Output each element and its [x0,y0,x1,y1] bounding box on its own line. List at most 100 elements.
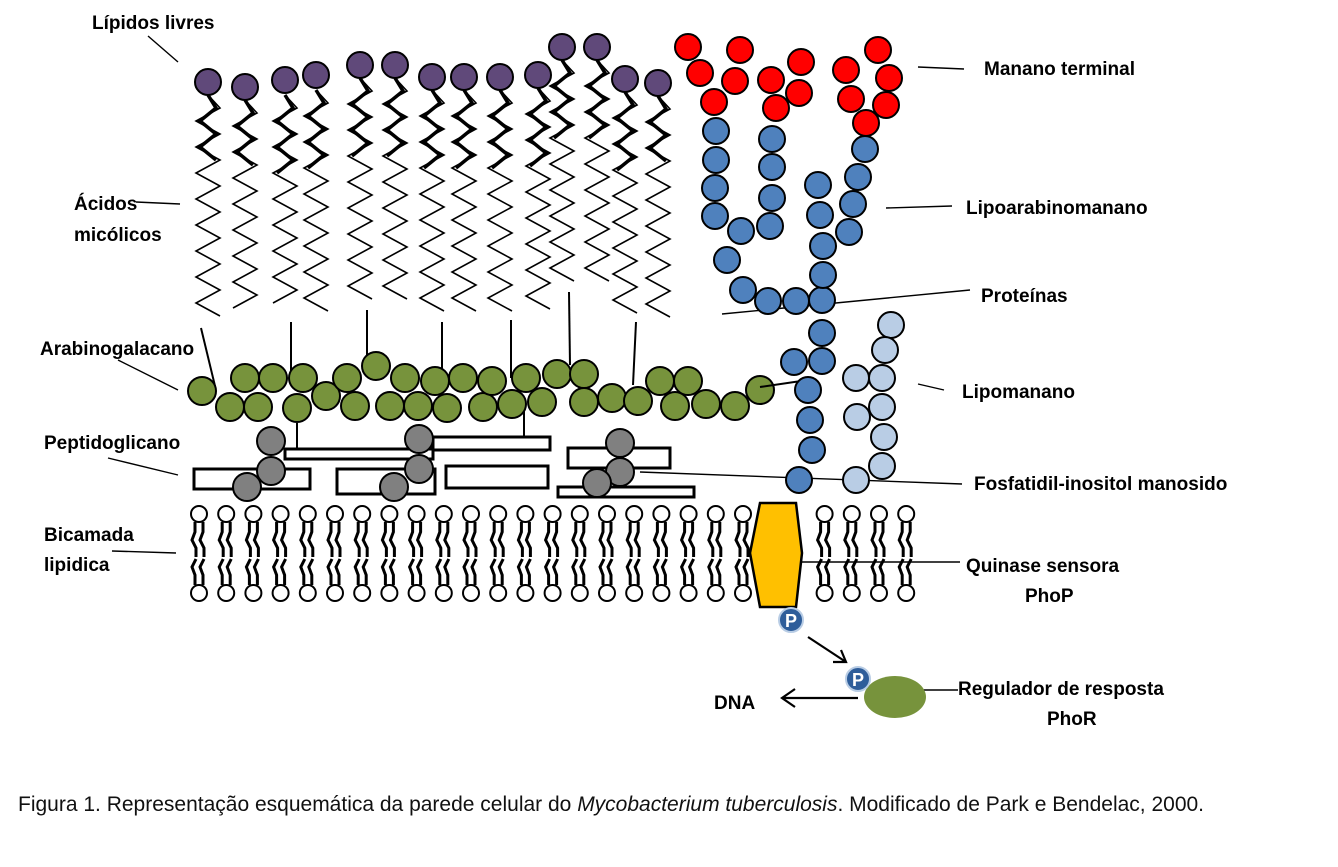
terminal-mannan-bead [700,88,728,116]
arabinogalactan-chain [187,351,809,423]
terminal-mannan-bead [864,36,892,64]
free-lipid-head [548,33,576,61]
label-micolicos: micólicos [74,225,162,246]
lipid-tail [244,522,260,557]
arabinogalactan-bead [390,363,420,393]
lipid-tail [299,522,315,557]
lipid-tail [244,558,260,585]
arabinomannan-bead [782,287,810,315]
arabinomannan-bead [851,135,879,163]
arabinomannan-bead [780,348,808,376]
lipid-tail [625,558,641,585]
lipid-tail [707,558,723,585]
arabinomannan-bead [808,319,836,347]
lipid-tail [353,558,369,585]
lipomannan-bead [843,403,871,431]
arabinogalactan-bead [432,393,462,423]
lipid-head-inner [434,584,453,602]
arabinogalactan-bead [623,386,653,416]
peptidoglycan-bead [379,472,409,502]
pointer-line [917,383,945,391]
arabinomannan-bead [809,261,837,289]
lipid-head-inner [706,584,725,602]
lipid-head-outer [734,505,752,523]
arabinogalactan-bead [420,366,450,396]
mycolic-acid-head-chain [421,89,443,170]
lipid-head-inner [897,584,916,602]
arabinomannan-bead [808,286,836,314]
lipid-head-outer [298,505,317,523]
lipid-tail [897,522,913,557]
label-lipidica: lipidica [44,555,110,576]
arabinomannan-bead [804,171,832,199]
lipomannan-bead [868,452,896,480]
arabinogalactan-bead [215,392,245,422]
figure-caption: Figura 1. Representação esquemática da p… [18,788,1318,821]
lipid-head-inner [625,584,644,602]
lipid-tail [326,522,342,557]
terminal-mannan-bead [762,94,790,122]
arrow-to-dna [780,688,858,708]
lipid-tail [843,522,859,557]
arabinomannan-bead [758,184,786,212]
pointer-line [117,359,179,391]
lipid-tail [598,522,614,557]
lipid-tail [815,558,831,585]
arabinomannan-bead [701,202,729,230]
peptidoglycan-strand [283,447,435,461]
terminal-mannan-bead [832,56,860,84]
lipid-tail [897,558,913,585]
lipid-head-outer [244,505,263,523]
phosphate-text: P [785,611,797,631]
arabinomannan-bead [729,276,757,304]
lipid-head-inner [244,584,263,602]
lipid-tail [870,558,886,585]
lipid-head-outer [679,505,698,523]
lipid-tail [407,558,423,585]
lipid-tail [326,558,342,585]
peptidoglycan-strand [556,485,696,499]
lipid-head-inner [870,584,888,602]
terminal-mannan-bead [686,59,714,87]
terminal-mannan-bead [721,67,749,95]
lipid-head-inner [298,584,317,602]
arabinomannan-bead [794,376,822,404]
mycolic-acid-head-chain [453,89,475,170]
mycolic-acid-head-chain [614,91,636,172]
lipid-tail [271,558,287,585]
arabinogalactan-bead [468,392,498,422]
sensor-kinase-group: PP [748,501,926,718]
arabinogalactan-bead [597,383,627,413]
lipid-tail [217,522,233,557]
lipid-tail [462,522,478,557]
arabinomannan-bead [839,190,867,218]
free-lipid-head [231,73,259,101]
mycolic-acid-head-chain [384,77,406,158]
arabinogalactan-bead [527,387,557,417]
arabinomannan-bead [713,246,741,274]
arabinogalactan-bead [243,392,273,422]
lipid-tail [462,558,478,585]
lipid-head-inner [462,584,480,602]
arrow-to-regulator [807,636,848,664]
label-fosfatidil: Fosfatidil-inositol manosido [974,474,1227,495]
arabinomannan-bead [758,125,786,153]
lipid-tail [625,522,641,557]
lipid-tail [571,522,587,557]
lipid-head-inner [652,584,671,602]
lipid-head-outer [190,505,208,523]
arabinomannan-bead [702,117,730,145]
arabinogalactan-bead [660,391,690,421]
arabinomannan-bead [844,163,872,191]
lipid-head-inner [543,584,562,602]
free-lipid-head [486,63,514,91]
mycolic-acid-head-chain [647,95,669,163]
lipid-head-inner [815,584,834,602]
mycolic-linker [568,291,571,366]
lipid-head-outer [407,505,426,523]
arabinogalactan-bead [497,389,527,419]
pointer-line [107,457,179,476]
lipid-head-outer [353,505,372,523]
lipid-tail [815,522,832,557]
